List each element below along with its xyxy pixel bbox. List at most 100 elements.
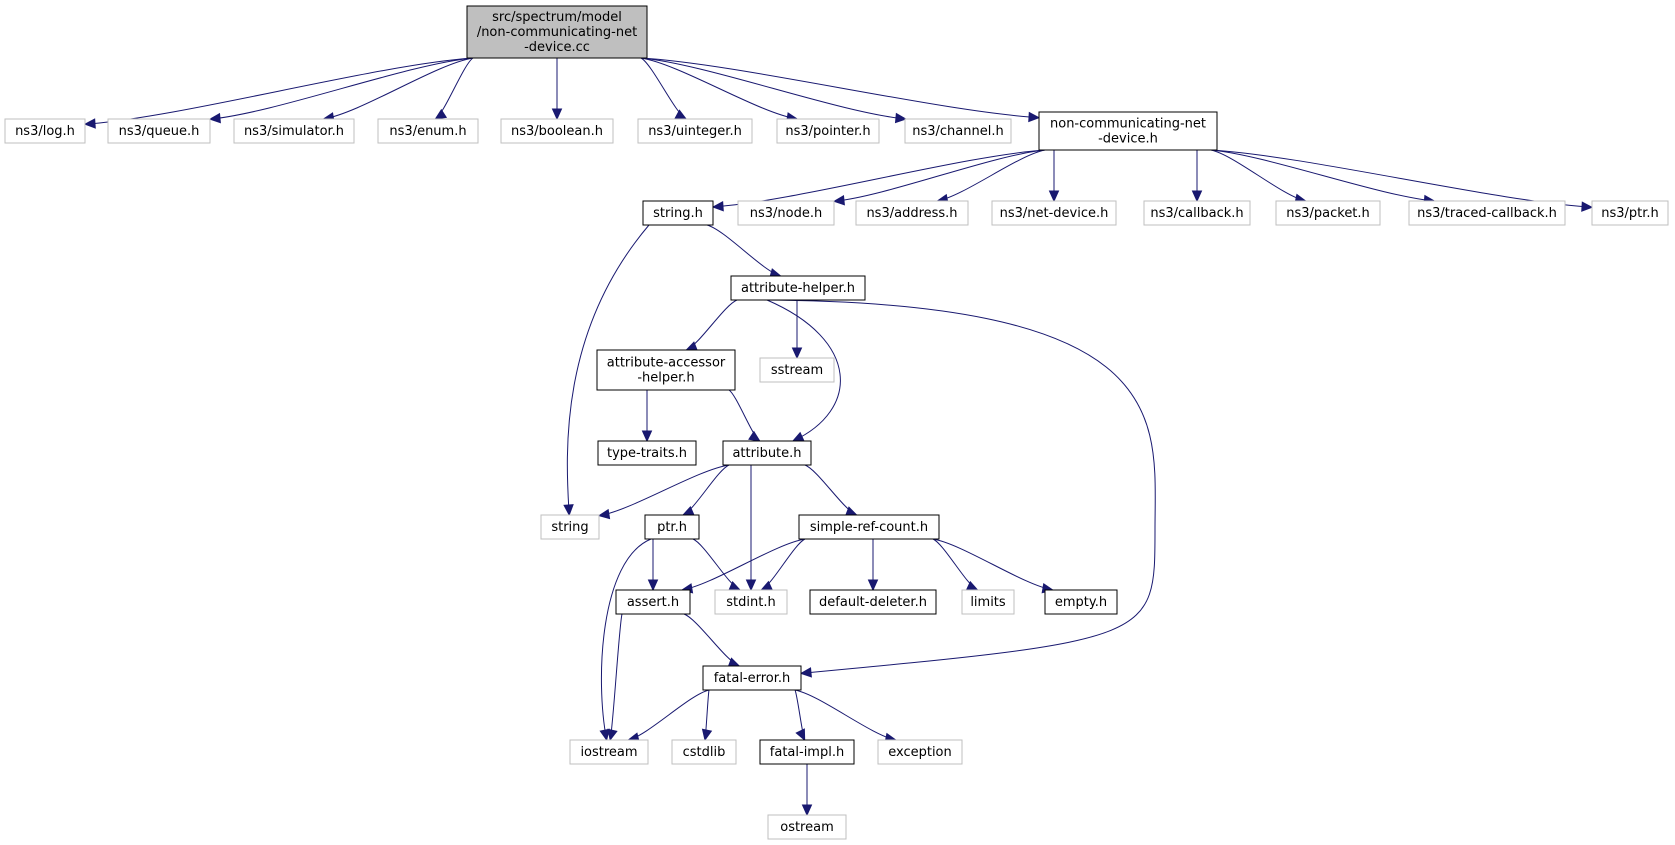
edge-assert-to-fatal_error — [683, 613, 740, 667]
node-label-root-1: /non-communicating-net — [477, 25, 637, 40]
node-box-type_traits — [597, 440, 697, 466]
node-label-packet-0: ns3/packet.h — [1286, 206, 1370, 221]
node-box-node — [737, 200, 835, 226]
node-node: ns3/node.h — [737, 200, 835, 226]
node-label-address-0: ns3/address.h — [866, 206, 957, 221]
edge-root-to-enum-arrowhead — [434, 108, 448, 120]
node-label-string-0: string — [551, 520, 588, 535]
node-packet: ns3/packet.h — [1275, 200, 1381, 226]
node-label-log-0: ns3/log.h — [15, 124, 75, 139]
edge-fatal_error-to-fatal_impl-arrowhead — [795, 728, 806, 742]
node-box-string — [540, 514, 600, 540]
edge-attribute-to-ptr-arrowhead — [681, 505, 695, 516]
node-box-fatal_impl — [759, 739, 855, 765]
edge-ncnd_h-to-address — [937, 149, 1046, 202]
node-limits: limits — [961, 589, 1015, 615]
node-label-limits-0: limits — [970, 595, 1006, 610]
node-type_traits[interactable]: type-traits.h — [597, 440, 697, 466]
node-box-ptr — [644, 514, 700, 540]
node-cstdlib: cstdlib — [671, 739, 737, 765]
node-label-pointer-0: ns3/pointer.h — [785, 124, 870, 139]
node-box-callback — [1143, 200, 1251, 226]
node-label-traced-0: ns3/traced-callback.h — [1417, 206, 1557, 221]
node-box-netdevice — [991, 200, 1117, 226]
edge-root-to-log — [84, 57, 474, 125]
edge-root-to-ncnd_h — [640, 57, 1040, 119]
node-attr_accessor[interactable]: attribute-accessor-helper.h — [596, 349, 736, 391]
edge-ncnd_h-to-string_h — [712, 149, 1046, 208]
node-ostream: ostream — [767, 814, 847, 840]
node-box-enum — [377, 118, 479, 144]
node-box-exception — [877, 739, 963, 765]
edge-attribute-to-string-arrowhead — [597, 508, 611, 520]
node-box-ostream — [767, 814, 847, 840]
edge-ncnd_h-to-callback-arrowhead — [1191, 190, 1203, 203]
node-box-iostream — [569, 739, 649, 765]
edge-root-to-simulator — [323, 57, 474, 120]
node-netdevice: ns3/net-device.h — [991, 200, 1117, 226]
node-traced: ns3/traced-callback.h — [1408, 200, 1566, 226]
edge-ptr-to-assert-arrowhead — [647, 579, 659, 592]
node-box-empty — [1044, 589, 1118, 615]
node-string_h[interactable]: string.h — [642, 200, 714, 226]
node-box-boolean — [500, 118, 614, 144]
edge-attr_helper-to-fatal_error — [751, 299, 1156, 674]
node-exception: exception — [877, 739, 963, 765]
edge-srefcount-to-assert — [681, 538, 806, 591]
node-box-limits — [961, 589, 1015, 615]
node-fatal_impl[interactable]: fatal-impl.h — [759, 739, 855, 765]
node-address: ns3/address.h — [855, 200, 969, 226]
node-box-srefcount — [798, 514, 940, 540]
node-attribute[interactable]: attribute.h — [722, 440, 812, 466]
edge-srefcount-to-limits-arrowhead — [965, 580, 979, 591]
edge-attr_helper-to-fatal_error-arrowhead — [799, 667, 812, 678]
edge-ncnd_h-to-netdevice-arrowhead — [1048, 190, 1060, 203]
node-label-root-2: -device.cc — [524, 40, 590, 55]
edge-root-to-boolean-arrowhead — [551, 108, 563, 121]
edge-ncnd_h-to-node — [833, 149, 1046, 202]
node-label-exception-0: exception — [888, 745, 952, 760]
node-sstream: sstream — [759, 357, 835, 383]
edge-root-to-pointer — [640, 57, 798, 120]
node-box-simulator — [233, 118, 355, 144]
node-pointer: ns3/pointer.h — [776, 118, 880, 144]
node-fatal_error[interactable]: fatal-error.h — [702, 665, 802, 691]
node-label-sstream-0: sstream — [771, 363, 823, 378]
node-box-pointer — [776, 118, 880, 144]
node-deleter[interactable]: default-deleter.h — [809, 589, 937, 615]
edge-attr_helper-to-attribute — [766, 299, 841, 442]
edge-ptr-to-iostream-arrowhead — [599, 728, 610, 742]
node-label-fatal_error-0: fatal-error.h — [714, 671, 791, 686]
node-attr_helper[interactable]: attribute-helper.h — [730, 275, 866, 301]
node-log: ns3/log.h — [4, 118, 86, 144]
node-ptr[interactable]: ptr.h — [644, 514, 700, 540]
node-srefcount[interactable]: simple-ref-count.h — [798, 514, 940, 540]
node-label-stdint-0: stdint.h — [726, 595, 775, 610]
edge-attribute-to-stdint-arrowhead — [745, 579, 757, 592]
node-box-root — [466, 5, 648, 59]
edge-string_h-to-string-arrowhead — [563, 504, 574, 517]
node-assert[interactable]: assert.h — [615, 589, 691, 615]
node-label-boolean-0: ns3/boolean.h — [511, 124, 603, 139]
node-channel: ns3/channel.h — [904, 118, 1012, 144]
edge-srefcount-to-deleter-arrowhead — [867, 579, 879, 592]
node-label-ns3ptr-0: ns3/ptr.h — [1601, 206, 1659, 221]
edge-root-to-uinteger-arrowhead — [674, 109, 688, 120]
node-box-address — [855, 200, 969, 226]
node-boolean: ns3/boolean.h — [500, 118, 614, 144]
node-ncnd_h[interactable]: non-communicating-net-device.h — [1038, 111, 1218, 151]
node-string: string — [540, 514, 600, 540]
node-root[interactable]: src/spectrum/model/non-communicating-net… — [466, 5, 648, 59]
node-uinteger: ns3/uinteger.h — [637, 118, 753, 144]
node-label-type_traits-0: type-traits.h — [607, 446, 687, 461]
node-enum: ns3/enum.h — [377, 118, 479, 144]
node-queue: ns3/queue.h — [107, 118, 211, 144]
edge-ncnd_h-to-ns3ptr — [1210, 149, 1593, 208]
edge-ptr-to-iostream — [601, 538, 652, 741]
node-ns3ptr: ns3/ptr.h — [1591, 200, 1669, 226]
edge-attribute-to-string — [598, 464, 730, 517]
node-box-ns3ptr — [1591, 200, 1669, 226]
node-empty[interactable]: empty.h — [1044, 589, 1118, 615]
edge-attr_helper-to-sstream-arrowhead — [791, 347, 803, 360]
node-label-ncnd_h-1: -device.h — [1098, 132, 1158, 147]
